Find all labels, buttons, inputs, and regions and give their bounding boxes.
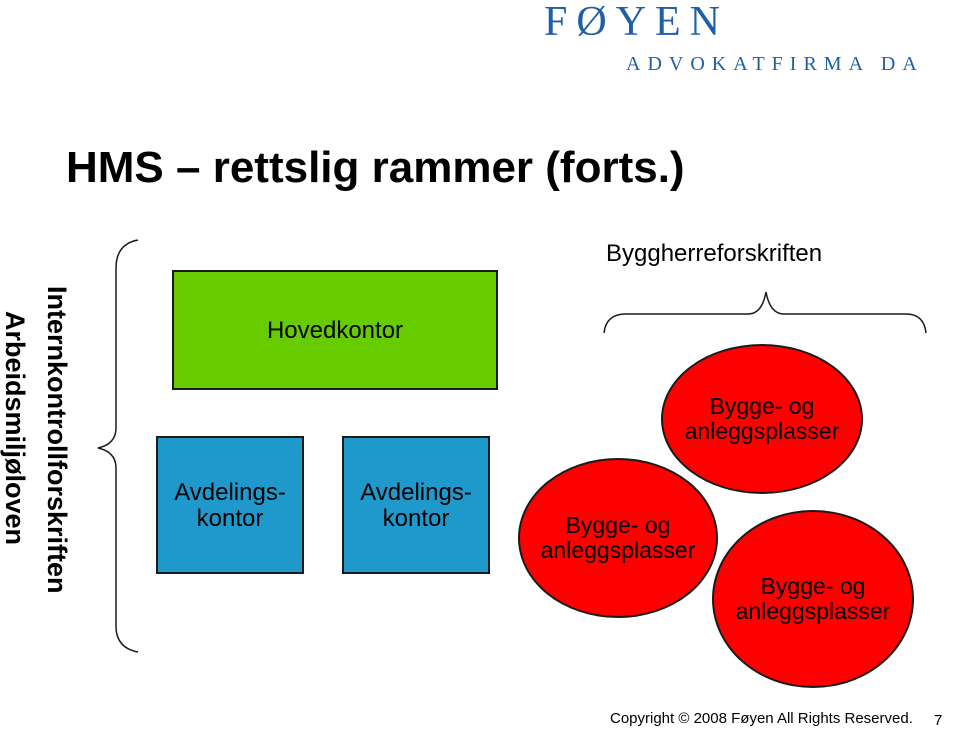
construction-site-oval-top: Bygge- og anleggsplasser	[661, 344, 863, 494]
branch-office-label: Avdelings- kontor	[174, 479, 286, 532]
construction-site-label: Bygge- og anleggsplasser	[540, 512, 696, 563]
main-office-label: Hovedkontor	[266, 317, 404, 344]
logo-name: FØYEN	[544, 0, 730, 45]
main-office-box: Hovedkontor	[172, 270, 498, 390]
construction-site-oval-left: Bygge- og anleggsplasser	[518, 458, 718, 618]
construction-site-oval-right: Bygge- og anleggsplasser	[712, 510, 914, 688]
branch-office-box-2: Avdelings- kontor	[342, 436, 490, 574]
construction-site-label: Bygge- og anleggsplasser	[684, 393, 840, 444]
construction-site-label: Bygge- og anleggsplasser	[735, 573, 891, 624]
copyright-notice: Copyright © 2008 Føyen All Rights Reserv…	[610, 710, 913, 727]
byggherreforskriften-label: Byggherreforskriften	[606, 240, 823, 267]
page-number: 7	[934, 712, 943, 729]
branch-office-box-1: Avdelings- kontor	[156, 436, 304, 574]
branch-office-label: Avdelings- kontor	[360, 479, 472, 532]
logo-subtitle: ADVOKATFIRMA DA	[626, 53, 924, 75]
slide-title: HMS – rettslig rammer (forts.)	[66, 143, 685, 192]
